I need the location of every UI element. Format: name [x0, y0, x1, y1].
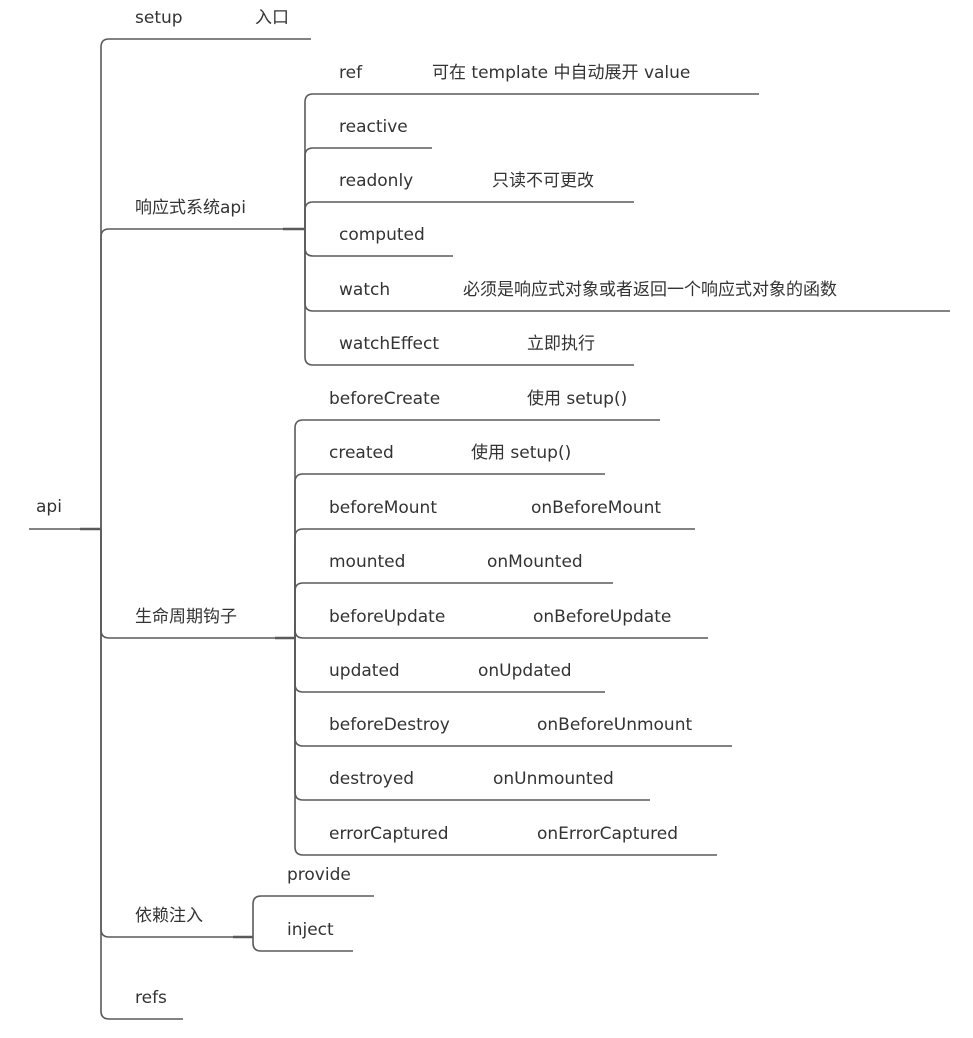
child-note-1-4[interactable]: 必须是响应式对象或者返回一个响应式对象的函数 — [463, 280, 837, 300]
child-note-2-0[interactable]: 使用 setup() — [527, 389, 628, 409]
branch-label-3[interactable]: 依赖注入 — [135, 906, 203, 926]
branch-label-2[interactable]: 生命周期钩子 — [135, 607, 237, 627]
child-label-2-4[interactable]: beforeUpdate — [329, 607, 446, 627]
child-label-2-7[interactable]: destroyed — [329, 769, 415, 789]
child-note-1-2[interactable]: 只读不可更改 — [492, 171, 594, 191]
branch-label-4[interactable]: refs — [135, 988, 167, 1008]
child-connector-2-4 — [294, 629, 708, 639]
child-label-2-1[interactable]: created — [329, 443, 394, 463]
branch-label-0[interactable]: setup — [135, 8, 183, 28]
branch-connector-4 — [100, 529, 183, 1020]
branch-note-0[interactable]: 入口 — [255, 8, 289, 28]
child-note-2-5[interactable]: onUpdated — [478, 661, 572, 681]
child-label-3-0[interactable]: provide — [287, 865, 351, 885]
child-note-2-3[interactable]: onMounted — [487, 552, 583, 572]
child-note-2-2[interactable]: onBeforeMount — [531, 498, 662, 518]
child-connector-2-3 — [294, 582, 613, 638]
child-connector-3-0 — [252, 895, 374, 937]
child-connector-1-2 — [304, 201, 634, 229]
child-note-2-4[interactable]: onBeforeUpdate — [533, 607, 672, 627]
child-connector-2-2 — [294, 528, 695, 638]
child-connector-1-0 — [304, 93, 759, 229]
child-label-2-6[interactable]: beforeDestroy — [329, 715, 450, 735]
child-label-1-0[interactable]: ref — [339, 63, 363, 83]
child-label-3-1[interactable]: inject — [287, 920, 334, 940]
root-node-label[interactable]: api — [36, 497, 62, 517]
branch-connector-1 — [100, 228, 303, 529]
child-label-2-5[interactable]: updated — [329, 661, 400, 681]
child-label-2-2[interactable]: beforeMount — [329, 498, 437, 518]
child-label-2-0[interactable]: beforeCreate — [329, 389, 441, 409]
child-note-1-5[interactable]: 立即执行 — [527, 334, 595, 354]
child-connector-3-1 — [252, 937, 353, 952]
child-note-1-0[interactable]: 可在 template 中自动展开 value — [432, 63, 691, 83]
child-label-2-3[interactable]: mounted — [329, 552, 406, 572]
branch-connector-0 — [100, 38, 311, 529]
child-connector-2-8 — [294, 638, 717, 856]
child-note-2-6[interactable]: onBeforeUnmount — [537, 715, 693, 735]
child-note-2-7[interactable]: onUnmounted — [493, 769, 614, 789]
child-label-1-5[interactable]: watchEffect — [339, 334, 440, 354]
child-note-2-8[interactable]: onErrorCaptured — [537, 824, 678, 844]
child-connector-2-0 — [294, 419, 660, 638]
child-label-1-1[interactable]: reactive — [339, 117, 408, 137]
child-connector-1-5 — [304, 229, 634, 366]
child-label-2-8[interactable]: errorCaptured — [329, 824, 449, 844]
child-label-1-4[interactable]: watch — [339, 280, 391, 300]
child-connector-1-1 — [304, 147, 432, 229]
child-label-1-3[interactable]: computed — [339, 225, 425, 245]
branch-label-1[interactable]: 响应式系统api — [135, 198, 246, 218]
child-connector-2-1 — [294, 473, 605, 638]
branch-connector-3 — [100, 529, 253, 938]
child-note-2-1[interactable]: 使用 setup() — [471, 443, 572, 463]
child-label-1-2[interactable]: readonly — [339, 171, 414, 191]
